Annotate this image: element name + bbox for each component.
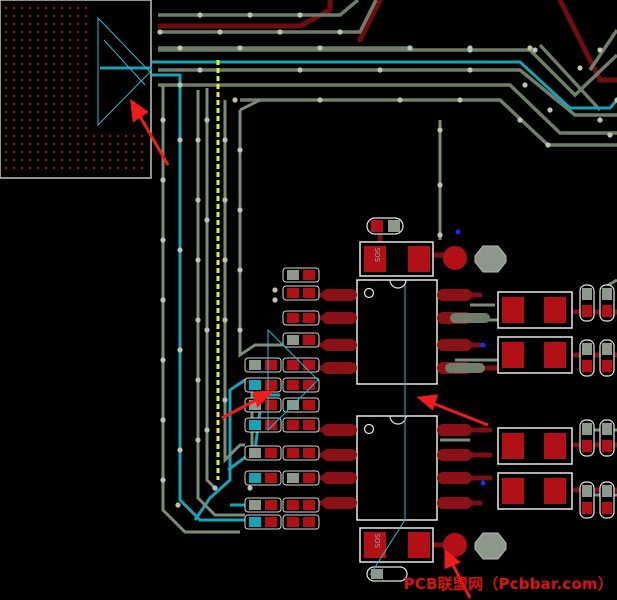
- passive-resistor[interactable]: [282, 267, 320, 283]
- passive-resistor[interactable]: [244, 417, 282, 433]
- capacitor[interactable]: [497, 427, 573, 465]
- vias: [157, 12, 617, 508]
- small-capacitor[interactable]: [599, 339, 615, 377]
- passive-resistor[interactable]: [244, 514, 282, 530]
- bga-footprint: [0, 0, 152, 179]
- passive-resistor[interactable]: [244, 357, 282, 373]
- passive-resistor[interactable]: [282, 445, 320, 461]
- passive-resistor[interactable]: [244, 445, 282, 461]
- ic-pads: [322, 289, 472, 509]
- passive-resistor[interactable]: [282, 285, 320, 301]
- small-capacitor[interactable]: [579, 284, 595, 322]
- small-capacitor[interactable]: [579, 481, 595, 519]
- watermark-text: PCB联盟网（Pcbbar.com）: [403, 575, 613, 593]
- gray-trace-bus: [158, 0, 617, 147]
- small-capacitor[interactable]: [579, 339, 595, 377]
- component-top-cap[interactable]: SOS: [359, 217, 434, 277]
- inner-traces: [157, 0, 617, 83]
- passive-resistor[interactable]: [282, 357, 320, 373]
- capacitor[interactable]: [497, 336, 573, 374]
- passive-array-left[interactable]: [244, 267, 320, 530]
- capacitor[interactable]: [497, 291, 573, 329]
- small-capacitor[interactable]: [599, 481, 615, 519]
- passive-resistor[interactable]: [282, 497, 320, 513]
- gray-pad-overlays: [445, 313, 490, 373]
- passive-resistor[interactable]: [282, 470, 320, 486]
- small-capacitor[interactable]: [599, 284, 615, 322]
- small-capacitor[interactable]: [599, 419, 615, 457]
- passive-resistor[interactable]: [282, 514, 320, 530]
- passive-resistor[interactable]: [244, 377, 282, 393]
- right-capacitors[interactable]: [497, 284, 615, 519]
- small-capacitor[interactable]: [579, 419, 595, 457]
- passive-resistor[interactable]: [244, 470, 282, 486]
- ic-bottom-mark: SOS: [374, 533, 382, 548]
- passive-resistor[interactable]: [282, 310, 320, 326]
- passive-resistor[interactable]: [282, 417, 320, 433]
- round-pad-components[interactable]: [443, 245, 507, 560]
- silkscreen-outlines: [97, 16, 406, 576]
- capacitor[interactable]: [497, 472, 573, 510]
- annotation-arrows: [130, 98, 489, 599]
- blue-marker-dots: [455, 229, 486, 486]
- ic-u2[interactable]: [356, 415, 438, 521]
- passive-resistor[interactable]: [244, 497, 282, 513]
- passive-resistor[interactable]: [282, 332, 320, 348]
- ic-u1[interactable]: [356, 279, 438, 385]
- ic-top-mark: SOS: [374, 247, 382, 262]
